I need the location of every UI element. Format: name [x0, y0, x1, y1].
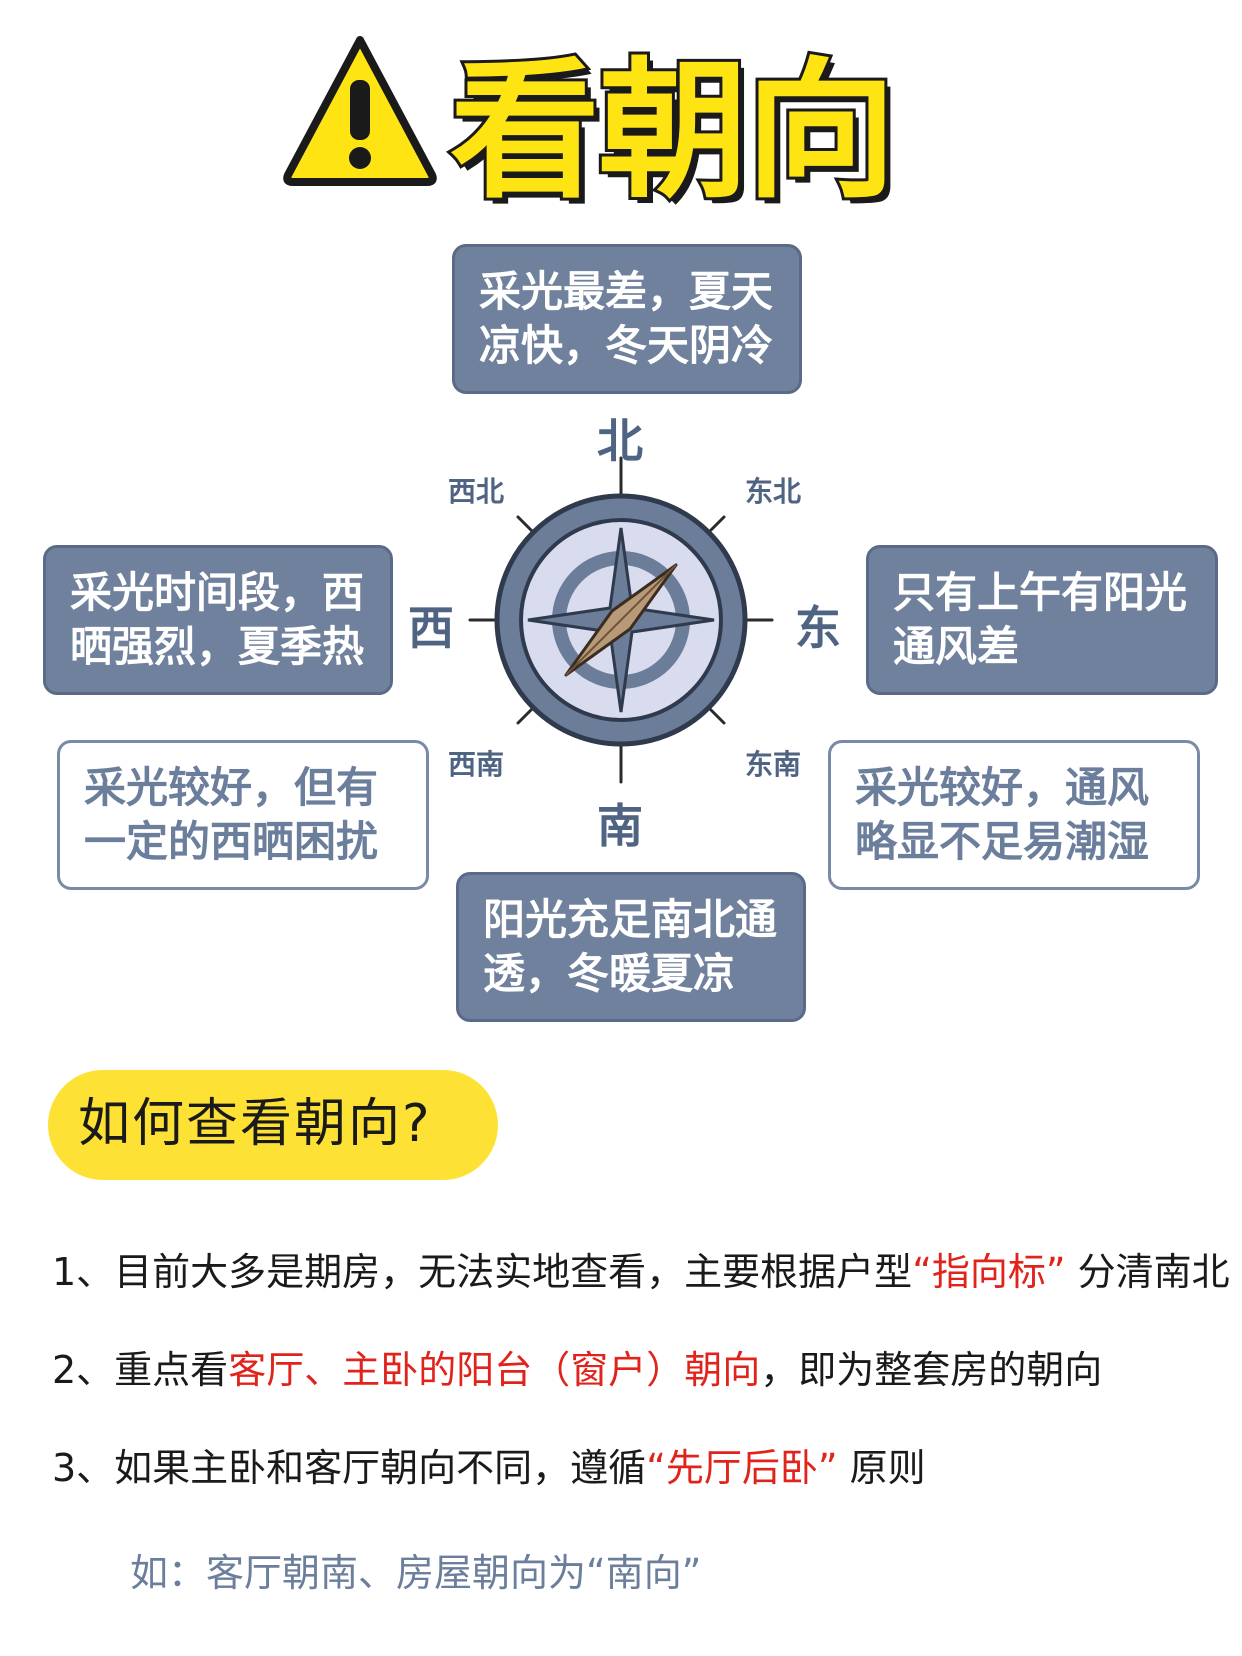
box-north-line2: 凉快，冬天阴冷 — [479, 321, 774, 370]
box-west-line1: 采光时间段，西 — [70, 568, 365, 617]
example-note: 如：客厅朝南、房屋朝向为“南向” — [130, 1551, 702, 1595]
tip-1-text: 1、目前大多是期房，无法实地查看，主要根据户型 — [52, 1250, 913, 1294]
box-east-line1: 只有上午有阳光 — [893, 568, 1188, 617]
box-east: 只有上午有阳光 通风差 — [866, 545, 1218, 695]
box-north-line1: 采光最差，夏天 — [479, 267, 774, 316]
title-area: 看朝向 — [270, 30, 970, 220]
page-title: 看朝向 — [447, 45, 899, 219]
tip-2-tail: ，即为整套房的朝向 — [760, 1348, 1103, 1392]
tip-2: 2、重点看客厅、主卧的阳台（窗户）朝向，即为整套房的朝向 — [52, 1345, 1102, 1395]
tip-3-tail: 原则 — [837, 1446, 926, 1490]
tip-3-highlight: “先厅后卧” — [646, 1446, 838, 1490]
tip-1: 1、目前大多是期房，无法实地查看，主要根据户型“指向标” 分清南北 — [52, 1247, 1230, 1297]
box-southeast-line2: 略显不足易潮湿 — [855, 817, 1150, 866]
section-title-pill: 如何查看朝向? — [48, 1070, 498, 1180]
tip-1-tail: 分清南北 — [1065, 1250, 1230, 1294]
label-north: 北 — [597, 414, 643, 468]
box-west-line2: 晒强烈，夏季热 — [70, 622, 365, 671]
tip-2-text: 2、重点看 — [52, 1348, 229, 1392]
box-west: 采光时间段，西 晒强烈，夏季热 — [43, 545, 393, 695]
tip-3: 3、如果主卧和客厅朝向不同，遵循“先厅后卧” 原则 — [52, 1443, 926, 1493]
label-west: 西 — [408, 601, 454, 655]
box-south: 阳光充足南北通 透，冬暖夏凉 — [456, 872, 806, 1022]
label-southwest: 西南 — [448, 748, 505, 781]
tip-3-text: 3、如果主卧和客厅朝向不同，遵循 — [52, 1446, 647, 1490]
box-south-line1: 阳光充足南北通 — [483, 895, 778, 944]
box-southwest: 采光较好，但有 一定的西晒困扰 — [57, 740, 429, 890]
label-northeast: 东北 — [745, 475, 802, 508]
box-southeast-line1: 采光较好，通风 — [855, 763, 1150, 812]
compass-icon — [468, 456, 774, 784]
box-east-line2: 通风差 — [893, 622, 1020, 671]
box-southwest-line2: 一定的西晒困扰 — [84, 817, 379, 866]
tip-1-highlight: “指向标” — [912, 1250, 1066, 1294]
tip-2-highlight: 客厅、主卧的阳台（窗户）朝向 — [228, 1348, 761, 1392]
label-southeast: 东南 — [745, 748, 802, 781]
box-south-line2: 透，冬暖夏凉 — [483, 949, 736, 998]
box-southwest-line1: 采光较好，但有 — [84, 763, 379, 812]
box-southeast: 采光较好，通风 略显不足易潮湿 — [828, 740, 1200, 890]
warning-icon — [283, 36, 437, 186]
section-title: 如何查看朝向? — [78, 1094, 432, 1154]
label-south: 南 — [597, 799, 643, 853]
label-northwest: 西北 — [448, 475, 505, 508]
label-east: 东 — [795, 601, 841, 655]
box-north: 采光最差，夏天 凉快，冬天阴冷 — [452, 244, 802, 394]
